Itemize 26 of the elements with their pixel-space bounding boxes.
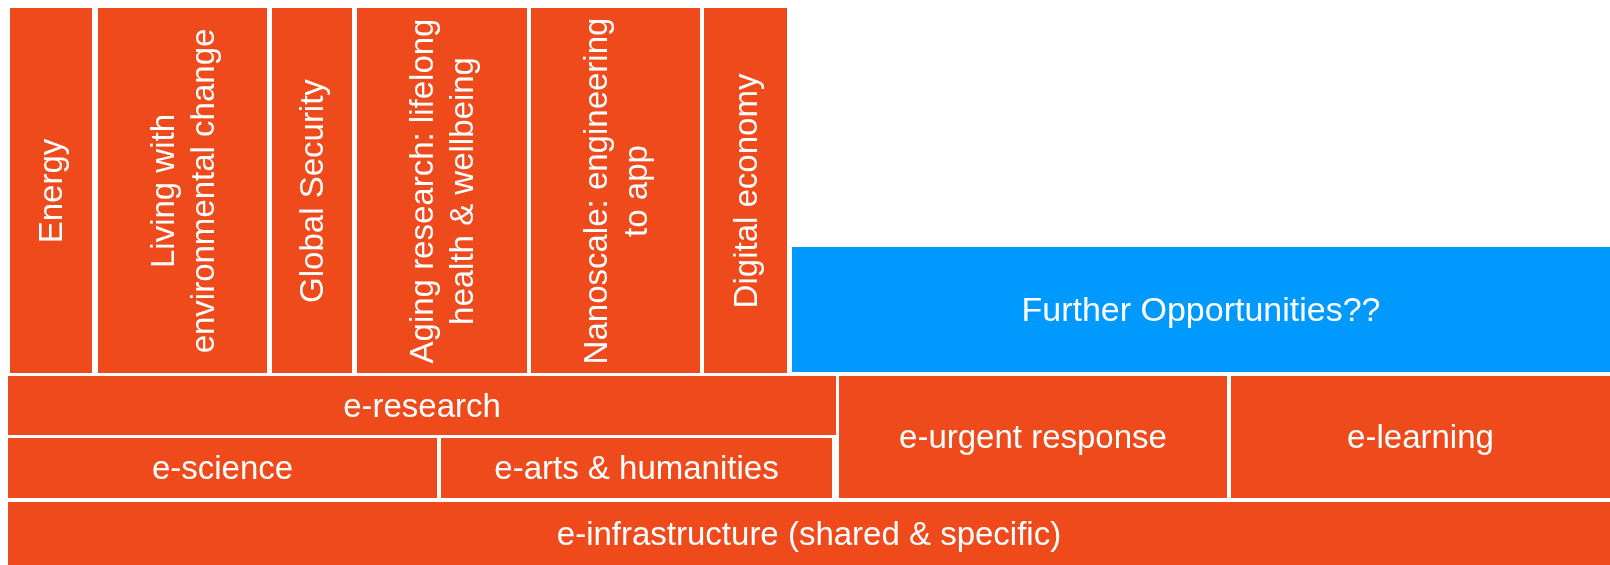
block-label: Further Opportunities?? bbox=[1021, 289, 1381, 330]
theme-block bbox=[704, 8, 787, 373]
block-label: Living with environmental change bbox=[142, 27, 222, 355]
theme-block bbox=[1231, 376, 1610, 498]
theme-block bbox=[8, 438, 437, 498]
block-label: Global Security bbox=[292, 77, 331, 305]
theme-block bbox=[441, 438, 832, 498]
theme-block bbox=[8, 376, 836, 435]
block-label: Nanoscale: engineering to app bbox=[575, 16, 655, 365]
block-label: e-urgent response bbox=[899, 417, 1167, 458]
highlight-block bbox=[792, 247, 1610, 372]
block-label: e-research bbox=[343, 385, 501, 426]
block-label: Aging research: lifelong health & wellbeing bbox=[402, 17, 481, 365]
block-label: e-infrastructure (shared & specific) bbox=[556, 513, 1062, 554]
block-label: e-learning bbox=[1347, 417, 1494, 458]
theme-block bbox=[357, 8, 527, 373]
theme-block bbox=[839, 376, 1227, 498]
theme-block bbox=[98, 8, 267, 373]
block-label: Digital economy bbox=[725, 72, 765, 310]
theme-block bbox=[10, 8, 92, 373]
theme-block bbox=[8, 502, 1610, 565]
theme-block bbox=[272, 8, 352, 373]
block-label: e-science bbox=[151, 448, 294, 489]
block-label: e-arts & humanities bbox=[494, 448, 779, 489]
theme-block bbox=[531, 8, 700, 373]
block-label: Energy bbox=[31, 137, 70, 245]
